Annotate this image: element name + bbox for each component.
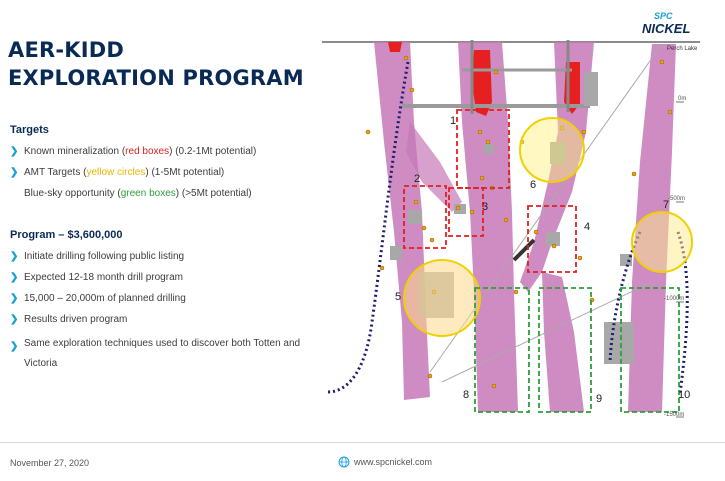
known-mineralization-box [527,205,577,273]
lake-label: Perch Lake [667,46,698,52]
chevron-right-icon: ❯ [10,314,19,325]
workings [408,210,422,224]
chevron-right-icon: ❯ [10,293,19,304]
program-list: ❯Initiate drilling following public list… [10,250,304,369]
blue-sky-box [474,287,530,413]
spc-nickel-logo: SPC NICKEL [642,11,690,36]
fault-line [441,281,653,383]
workings [546,232,560,246]
depth-scale: 0m -500m -1000m -1500m [664,96,686,418]
target-number: 7 [663,199,669,211]
target-number: 5 [395,291,401,303]
target-number: 9 [596,393,602,405]
program-item: ❯Same exploration techniques used to dis… [10,338,301,369]
target-number: 2 [414,173,420,185]
footer-date: November 27, 2020 [10,458,90,468]
exploration-section-map: 0m -500m -1000m -1500m Perch Lake 1 2 3 … [322,40,700,418]
ore-zone [458,42,518,412]
workings [620,254,632,266]
title-line2: EXPLORATION PROGRAM [8,66,304,90]
ore-zone [542,272,584,412]
workings [484,144,494,154]
chevron-right-icon: ❯ [10,272,19,283]
target-item: ❯ Known mineralization (red boxes) (0.2-… [10,146,257,157]
mineralization-red [472,50,492,116]
chevron-right-icon: ❯ [10,341,19,352]
known-mineralization-box [403,185,447,249]
depth-label: 0m [678,96,686,102]
logo-line2: NICKEL [642,21,690,36]
amt-target-circle [519,117,585,183]
workings [604,322,634,364]
drillhole-trace [608,231,642,363]
program-item: ❯Initiate drilling following public list… [10,251,185,262]
targets-list: ❯ Known mineralization (red boxes) (0.2-… [10,145,256,208]
blue-sky-box [620,287,680,413]
drillhole-trace [327,61,410,394]
title-line1: AER-KIDD [8,38,125,62]
logo-line1: SPC [654,11,673,21]
targets-heading: Targets [10,124,49,136]
program-item: ❯Results driven program [10,314,128,325]
footer-divider [0,442,725,443]
drill-intercepts [365,55,673,389]
target-number: 8 [463,389,469,401]
chevron-right-icon: ❯ [10,167,19,178]
known-mineralization-box [448,187,484,237]
depth-label: -1000m [664,296,684,302]
amt-target-circle [631,211,693,273]
footer-website[interactable]: www.spcnickel.com [338,456,432,468]
page-title: AER-KIDD EXPLORATION PROGRAM [8,36,304,92]
program-heading: Program – $3,600,000 [10,229,123,241]
depth-label: -1500m [664,412,684,418]
target-number: 10 [678,389,690,401]
target-number: 4 [584,221,590,233]
workings [584,72,598,106]
target-number: 3 [482,201,488,213]
program-item: ❯15,000 – 20,000m of planned drilling [10,293,186,304]
globe-icon [338,456,350,468]
mineralization-red [388,42,402,52]
target-item: Blue-sky opportunity (green boxes) (>5Mt… [24,188,252,199]
workings [550,142,566,164]
depth-label: -500m [668,196,685,202]
program-item: ❯Expected 12-18 month drill program [10,272,183,283]
chevron-right-icon: ❯ [10,146,19,157]
website-text: www.spcnickel.com [354,457,433,467]
target-number: 6 [530,179,536,191]
ore-zone [406,122,462,212]
target-item: ❯ AMT Targets (yellow circles) (1-5Mt po… [10,167,225,178]
blue-sky-box [538,287,592,413]
chevron-right-icon: ❯ [10,251,19,262]
amt-target-circle [403,259,481,337]
target-number: 1 [450,115,456,127]
workings [390,246,402,260]
drill-trace [512,238,536,262]
